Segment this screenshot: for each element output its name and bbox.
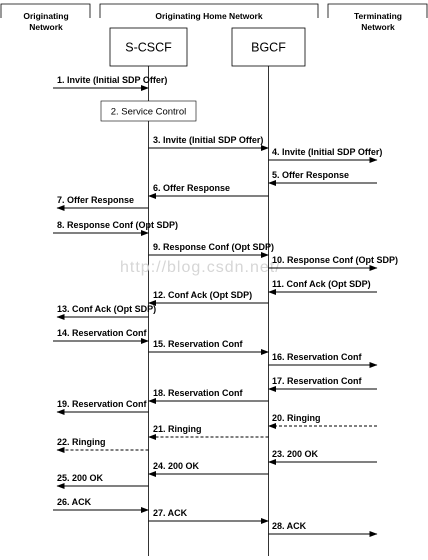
home-network-label: Originating Home Network: [155, 11, 262, 21]
message-11-label: 12. Conf Ack (Opt SDP): [153, 290, 252, 300]
message-19-label: 20. Ringing: [272, 413, 321, 423]
message-3-label: 4. Invite (Initial SDP Offer): [272, 147, 382, 157]
message-25-label: 26. ACK: [57, 497, 92, 507]
message-18-label: 19. Reservation Conf: [57, 399, 148, 409]
scscf-node-box: [109, 27, 188, 67]
message-22-label: 23. 200 OK: [272, 449, 319, 459]
message-group: 1. Invite (Initial SDP Offer) 3. Invite (…: [53, 75, 398, 537]
message-8-label: 9. Response Conf (Opt SDP): [153, 242, 274, 252]
terminating-network-bracket: [327, 3, 428, 18]
watermark-text: http://blog.csdn.net/: [120, 259, 281, 276]
originating-network-label-2: Network: [29, 22, 63, 32]
scscf-node-label: S-CSCF: [125, 41, 172, 55]
service-control-box: [100, 100, 197, 122]
message-16-label: 17. Reservation Conf: [272, 376, 363, 386]
message-15-label: 16. Reservation Conf: [272, 352, 363, 362]
message-9-label: 10. Response Conf (Opt SDP): [272, 255, 398, 265]
message-5-label: 6. Offer Response: [153, 183, 230, 193]
message-17-label: 18. Reservation Conf: [153, 388, 244, 398]
message-6-label: 7. Offer Response: [57, 195, 134, 205]
message-14-label: 15. Reservation Conf: [153, 339, 244, 349]
terminating-network-label-2: Network: [361, 22, 395, 32]
message-21-label: 22. Ringing: [57, 437, 106, 447]
message-13-label: 14. Reservation Conf: [57, 328, 148, 338]
message-27-label: 28. ACK: [272, 521, 307, 531]
message-2-label: 3. Invite (Initial SDP Offer): [153, 135, 263, 145]
message-23-label: 24. 200 OK: [153, 461, 200, 471]
service-control-label: 2. Service Control: [111, 107, 187, 118]
home-network-bracket: [99, 3, 319, 18]
originating-network-label-1: Originating: [23, 11, 68, 21]
bgcf-node-box: [231, 27, 306, 67]
originating-network-bracket: [0, 3, 91, 18]
message-26-label: 27. ACK: [153, 508, 188, 518]
terminating-network-label-1: Terminating: [354, 11, 402, 21]
message-1-label: 1. Invite (Initial SDP Offer): [57, 75, 167, 85]
message-4-label: 5. Offer Response: [272, 170, 349, 180]
message-10-label: 11. Conf Ack (Opt SDP): [272, 279, 371, 289]
message-7-label: 8. Response Conf (Opt SDP): [57, 220, 178, 230]
message-20-label: 21. Ringing: [153, 424, 202, 434]
message-12-label: 13. Conf Ack (Opt SDP): [57, 304, 156, 314]
bgcf-node-label: BGCF: [251, 41, 286, 55]
message-24-label: 25. 200 OK: [57, 473, 104, 483]
